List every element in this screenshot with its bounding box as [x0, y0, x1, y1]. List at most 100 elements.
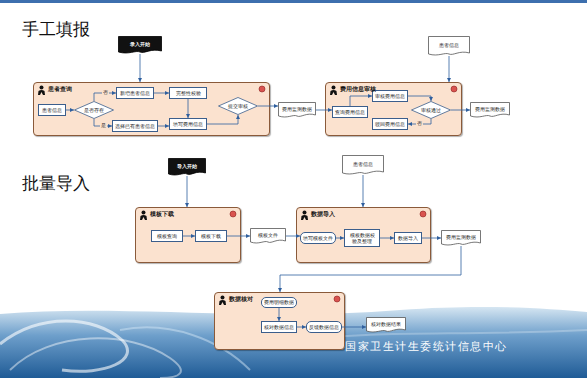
- node-text: 核对数据结果: [371, 321, 401, 327]
- connector: [183, 236, 195, 237]
- actor-icon: [139, 210, 148, 220]
- connector: [363, 175, 364, 207]
- status-dot-fill: [230, 211, 236, 217]
- node-text: 完整性校验: [176, 90, 201, 96]
- node-text: 模板下载: [201, 233, 221, 239]
- node-text: 填写模板文件: [303, 235, 333, 241]
- footer-org: 国家卫生计生委统计信息中心: [345, 340, 508, 354]
- connector: [258, 106, 278, 107]
- swimlane: 费用信息审核查询费用信息审核费用信息驳回费用信息审核通过: [325, 82, 462, 136]
- node-text: 导入开始: [177, 163, 197, 169]
- start-terminator: 导入开始: [168, 158, 206, 176]
- connector: [66, 110, 74, 111]
- process-box: 审核费用信息: [372, 90, 408, 102]
- process-box: 完整性校验: [169, 87, 207, 99]
- connector: [342, 327, 366, 328]
- document-shape: 患者信息: [428, 36, 470, 56]
- status-dot: [450, 85, 458, 93]
- node-text: 审核通过: [421, 107, 441, 113]
- process-box: 模板查询: [151, 230, 183, 242]
- diamond-outline: [219, 98, 258, 115]
- connector: [140, 54, 141, 82]
- process-box: 数据导入: [394, 232, 422, 244]
- actor-icon: [37, 85, 46, 95]
- connector: [380, 238, 394, 239]
- node-text: 反馈数据信息: [309, 324, 339, 330]
- node-text: 费用监测数据: [475, 106, 505, 112]
- node-text: 模板数据校验及整理: [348, 232, 376, 244]
- status-dot-fill: [451, 86, 457, 92]
- swimlane: 模板下载模板查询模板下载: [135, 207, 241, 263]
- actor-icon: [329, 85, 338, 95]
- swimlane: 患者查询患者信息是否存在新增患者信息选择已有患者信息完整性校验填写费用信息提交审…: [33, 82, 270, 136]
- connector: [188, 99, 189, 118]
- process-box: 新增患者信息: [116, 87, 154, 99]
- actor-body: [301, 215, 308, 220]
- actor-icon: [300, 210, 309, 220]
- swimlane: 数据核对费用明细数据核对数据信息反馈数据信息: [214, 292, 345, 350]
- connector: [279, 308, 280, 322]
- document-outline: [343, 156, 384, 174]
- decision-diamond: 是否存在: [74, 101, 114, 119]
- connector: [286, 236, 300, 237]
- process-box: 模板数据校验及整理: [344, 229, 380, 247]
- rounded-box: 填写模板文件: [300, 232, 336, 244]
- document-shape: 模板文件: [250, 228, 286, 244]
- document-shape: 费用监测数据: [470, 102, 510, 118]
- document-outline: [251, 229, 286, 243]
- process-box: 驳回费用信息: [372, 118, 408, 130]
- connector: [316, 110, 332, 111]
- node-text: 患者信息: [353, 161, 373, 167]
- node-text: 新增患者信息: [120, 90, 150, 96]
- section-title: 手工填报: [22, 18, 90, 41]
- document-outline: [471, 103, 510, 117]
- rounded-box: 费用明细数据: [261, 297, 297, 308]
- edge-label: 否: [102, 90, 109, 96]
- document-outline: [119, 37, 162, 53]
- document-outline: [442, 231, 481, 245]
- actor-head: [303, 211, 307, 215]
- diamond-outline: [412, 102, 451, 119]
- actor-head: [142, 211, 146, 215]
- node-text: 费用监测数据: [446, 234, 476, 240]
- process-box: 查询费用信息: [332, 106, 368, 118]
- actor-head: [221, 296, 225, 300]
- status-dot-fill: [420, 211, 426, 217]
- status-dot-fill: [334, 296, 340, 302]
- edge-label: 否: [416, 121, 423, 127]
- swimlane: 数据导入填写模板文件模板数据校验及整理数据导入: [296, 207, 431, 263]
- edge-label: 是: [100, 123, 107, 129]
- connector: [350, 96, 372, 106]
- node-text: 患者信息: [42, 107, 62, 113]
- node-text: 模板查询: [157, 233, 177, 239]
- node-text: 模板文件: [258, 232, 278, 238]
- diamond-outline: [75, 102, 114, 119]
- node-text: 驳回费用信息: [375, 121, 405, 127]
- connector: [297, 327, 306, 328]
- node-text: 数据导入: [398, 235, 418, 241]
- status-dot: [419, 210, 427, 218]
- document-outline: [429, 37, 470, 55]
- document-outline: [367, 318, 406, 332]
- node-text: 录入开始: [130, 41, 150, 47]
- document-shape: 费用监测数据: [441, 230, 481, 246]
- actor-body: [38, 90, 45, 95]
- node-text: 费用监测数据: [282, 106, 312, 112]
- rounded-box: 反馈数据信息: [306, 321, 342, 333]
- node-text: 核对数据信息: [264, 324, 294, 330]
- document-outline: [279, 103, 316, 117]
- node-text: 填写费用信息: [173, 121, 203, 127]
- actor-body: [330, 90, 337, 95]
- process-box: 患者信息: [38, 104, 66, 116]
- node-text: 审核费用信息: [375, 93, 405, 99]
- process-box: 选择已有患者信息: [112, 120, 158, 132]
- status-dot-fill: [259, 86, 265, 92]
- decision-diamond: 提交审核: [218, 97, 258, 115]
- actor-head: [332, 86, 336, 90]
- node-text: 查询费用信息: [335, 109, 365, 115]
- actor-body: [219, 300, 226, 305]
- node-text: 费用明细数据: [264, 299, 294, 305]
- status-dot: [258, 85, 266, 93]
- connector: [449, 56, 450, 82]
